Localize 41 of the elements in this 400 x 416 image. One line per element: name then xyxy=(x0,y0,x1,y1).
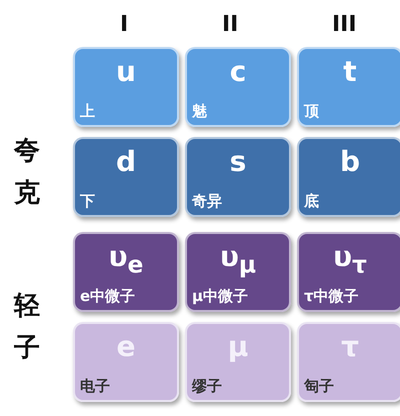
quark-tile xyxy=(185,137,291,217)
particle-name: 顶 xyxy=(304,102,319,121)
neutrino-tile xyxy=(185,232,291,312)
particle-symbol: e xyxy=(116,330,136,363)
particle-name: e中微子 xyxy=(80,287,136,306)
lepton-tile xyxy=(185,322,291,402)
quark-tile xyxy=(297,137,400,217)
neutrino-tile xyxy=(297,232,400,312)
lepton-tile xyxy=(73,322,179,402)
particle-symbol: υ$_{μ}$ xyxy=(218,240,258,279)
particle-name: 魅 xyxy=(192,102,207,121)
quark-tile xyxy=(73,47,179,127)
quark-tile xyxy=(73,137,179,217)
particle-name: 匋子 xyxy=(304,377,334,396)
quark-tile xyxy=(297,47,400,127)
particle-symbol: s xyxy=(228,145,248,178)
generation-heading: III xyxy=(332,12,357,37)
particle-symbol: d xyxy=(114,145,138,178)
particle-name: 下 xyxy=(80,192,95,211)
generation-heading: I xyxy=(120,12,128,37)
particle-symbol: u xyxy=(115,55,137,88)
quark-tile xyxy=(185,47,291,127)
particle-name: τ中微子 xyxy=(304,287,359,306)
particle-name: 电子 xyxy=(80,377,110,396)
generation-heading: II xyxy=(222,12,238,37)
particle-symbol: c xyxy=(228,55,248,88)
particle-symbol: t xyxy=(342,55,358,88)
particle-name: 缪子 xyxy=(192,377,222,396)
particle-symbol: υ$_{τ}$ xyxy=(332,240,368,279)
particle-symbol: b xyxy=(338,145,362,178)
particle-symbol: μ xyxy=(226,330,250,363)
particle-name: 上 xyxy=(80,102,95,121)
neutrino-tile xyxy=(73,232,179,312)
particle-name: μ中微子 xyxy=(192,287,248,306)
group-label: 轻子 xyxy=(12,290,41,365)
particle-name: 奇异 xyxy=(192,192,222,211)
group-label: 夸克 xyxy=(12,135,41,210)
particle-symbol: υ$_{e}$ xyxy=(108,240,144,279)
lepton-tile xyxy=(297,322,400,402)
particle-name: 底 xyxy=(304,192,319,211)
particle-symbol: τ xyxy=(340,330,360,363)
